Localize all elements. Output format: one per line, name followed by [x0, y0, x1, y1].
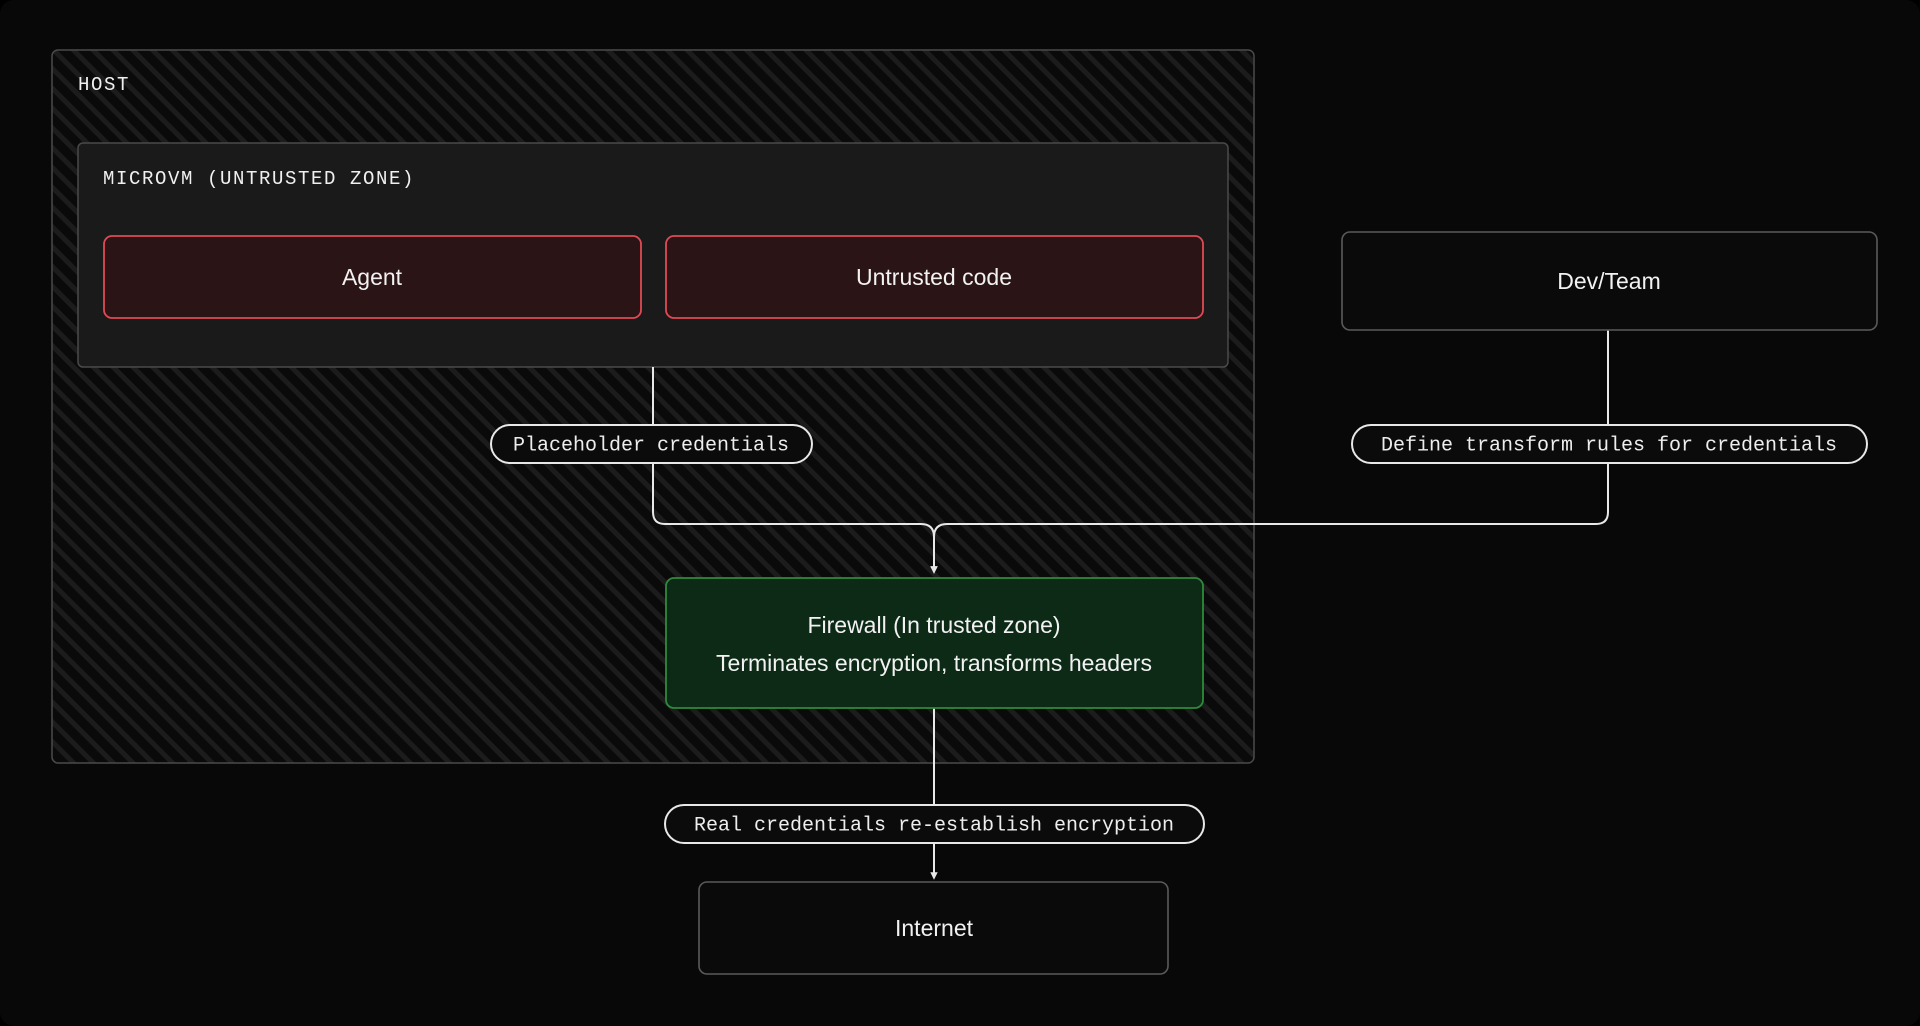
edge-label-define-transform-rules: Define transform rules for credentials — [1351, 424, 1868, 464]
node-firewall[interactable]: Firewall (In trusted zone) Terminates en… — [665, 577, 1204, 709]
node-firewall-rect[interactable] — [665, 577, 1204, 709]
edge-label-placeholder-credentials: Placeholder credentials — [490, 424, 813, 464]
node-internet[interactable]: Internet — [698, 881, 1169, 975]
node-dev-team[interactable]: Dev/Team — [1341, 231, 1878, 331]
edge-label-define-transform-rules-pill — [1351, 424, 1868, 464]
edge-label-placeholder-credentials-text: Placeholder credentials — [513, 434, 789, 457]
node-untrusted-code-rect[interactable] — [665, 235, 1204, 319]
node-firewall-label-line1: Firewall (In trusted zone) — [807, 612, 1060, 638]
node-agent[interactable]: Agent — [103, 235, 642, 319]
node-internet-rect[interactable] — [698, 881, 1169, 975]
node-untrusted-code-label: Untrusted code — [856, 264, 1012, 290]
node-internet-label: Internet — [895, 915, 974, 941]
node-agent-rect[interactable] — [103, 235, 642, 319]
node-dev-team-label: Dev/Team — [1557, 268, 1661, 294]
edge-label-real-credentials: Real credentials re-establish encryption — [664, 804, 1205, 844]
edge-label-real-credentials-text: Real credentials re-establish encryption — [694, 814, 1174, 837]
node-untrusted-code[interactable]: Untrusted code — [665, 235, 1204, 319]
edge-untrusted-to-firewall-path — [652, 367, 938, 574]
node-firewall-label-line2: Terminates encryption, transforms header… — [716, 650, 1152, 676]
zone-microvm-title: MICROVM (UNTRUSTED ZONE) — [103, 168, 415, 190]
edge-untrusted-to-firewall — [652, 367, 938, 574]
edge-label-placeholder-credentials-pill — [490, 424, 813, 464]
zone-host-title: HOST — [78, 74, 130, 96]
edge-label-real-credentials-pill — [664, 804, 1205, 844]
node-dev-team-rect[interactable] — [1341, 231, 1878, 331]
node-agent-label: Agent — [342, 264, 403, 290]
edge-devteam-to-firewall-path — [930, 330, 1609, 574]
edge-label-define-transform-rules-text: Define transform rules for credentials — [1381, 434, 1837, 457]
edge-devteam-to-firewall — [930, 330, 1609, 574]
